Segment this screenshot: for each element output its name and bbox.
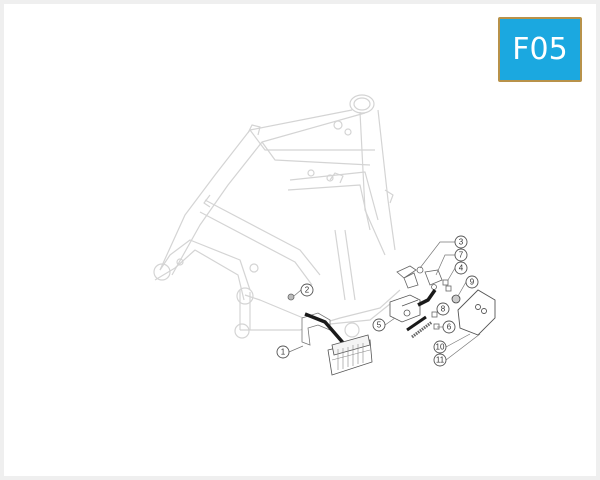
callout-3: 3 (454, 235, 468, 249)
part-5-module (389, 294, 421, 323)
svg-text:1: 1 (281, 348, 286, 357)
svg-text:7: 7 (459, 251, 464, 260)
svg-text:9: 9 (470, 278, 475, 287)
diagram-panel (4, 4, 596, 476)
part-9-ring (451, 294, 461, 304)
callout-7: 7 (454, 248, 468, 262)
section-code-badge: F05 (498, 17, 582, 82)
svg-text:3: 3 (459, 238, 464, 247)
callout-4: 4 (454, 261, 468, 275)
part-3-bracket (396, 265, 424, 289)
callout-8: 8 (436, 302, 450, 316)
callout-2: 2 (300, 283, 314, 297)
svg-text:10: 10 (436, 343, 445, 352)
callout-9: 9 (465, 275, 479, 289)
svg-text:4: 4 (459, 264, 464, 273)
svg-text:5: 5 (377, 321, 382, 330)
part-2-nut (287, 293, 295, 301)
callout-1: 1 (276, 345, 290, 359)
part-10-cover (457, 289, 496, 336)
callout-5: 5 (372, 318, 386, 332)
callout-10: 10 (433, 340, 447, 354)
svg-text:8: 8 (441, 305, 446, 314)
part-4-bolt (442, 279, 452, 292)
diagnostic-connector (327, 334, 373, 376)
part-7-bracket (424, 269, 443, 290)
svg-text:6: 6 (447, 323, 452, 332)
callout-6: 6 (442, 320, 456, 334)
svg-text:2: 2 (305, 286, 310, 295)
svg-text:11: 11 (436, 356, 445, 365)
callout-11: 11 (433, 353, 447, 367)
motorcycle-frame (153, 94, 401, 339)
part-6-screws (431, 311, 440, 330)
